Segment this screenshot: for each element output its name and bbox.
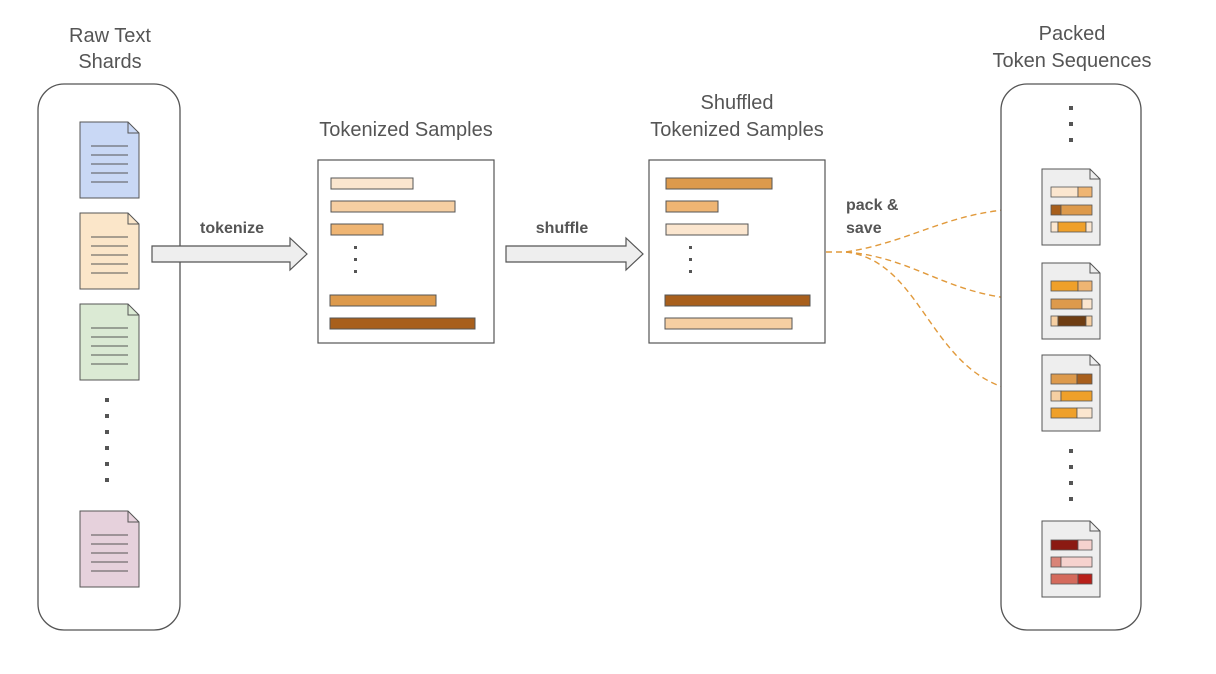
raw-shards-title-line1: Raw Text xyxy=(69,25,151,47)
packed-title-line2: Token Sequences xyxy=(992,50,1151,72)
packed-sequence-document xyxy=(1041,262,1101,340)
tokenize-label: tokenize xyxy=(200,220,264,237)
sample-bar xyxy=(665,177,773,190)
document-icon xyxy=(79,510,140,588)
packed-sequence-document xyxy=(1041,354,1101,432)
sample-bar xyxy=(665,223,749,236)
tokenized-samples-title: Tokenized Samples xyxy=(319,119,492,141)
raw-shards-title-line2: Shards xyxy=(78,51,141,73)
ellipsis-icon xyxy=(1069,449,1073,501)
block-arrow-icon xyxy=(505,236,644,272)
ellipsis-icon xyxy=(1069,106,1073,142)
ellipsis-icon xyxy=(105,398,109,482)
sample-bar xyxy=(330,177,414,190)
pack-arrow xyxy=(845,202,1042,253)
sample-bar xyxy=(330,223,384,236)
pack-label-line2: save xyxy=(846,220,882,237)
shuffle-label: shuffle xyxy=(536,220,589,237)
shuffled-title-line1: Shuffled xyxy=(700,92,773,114)
document-icon xyxy=(79,121,140,199)
ellipsis-icon xyxy=(689,246,692,273)
pack-label-line1: pack & xyxy=(846,197,899,214)
ellipsis-icon xyxy=(354,246,357,273)
block-arrow-icon xyxy=(151,236,308,272)
sample-bar xyxy=(329,317,476,330)
sample-bar xyxy=(329,294,437,307)
sample-bar xyxy=(665,200,719,213)
sample-bar xyxy=(664,294,811,307)
document-icon xyxy=(79,212,140,290)
packed-sequence-document xyxy=(1041,520,1101,598)
packed-title-line1: Packed xyxy=(1039,23,1106,45)
sample-bar xyxy=(664,317,793,330)
sample-bar xyxy=(330,200,456,213)
shuffled-title-line2: Tokenized Samples xyxy=(650,119,823,141)
shuffled-samples-box xyxy=(648,159,826,344)
packed-sequence-document xyxy=(1041,168,1101,246)
document-icon xyxy=(79,303,140,381)
tokenized-samples-box xyxy=(317,159,495,344)
